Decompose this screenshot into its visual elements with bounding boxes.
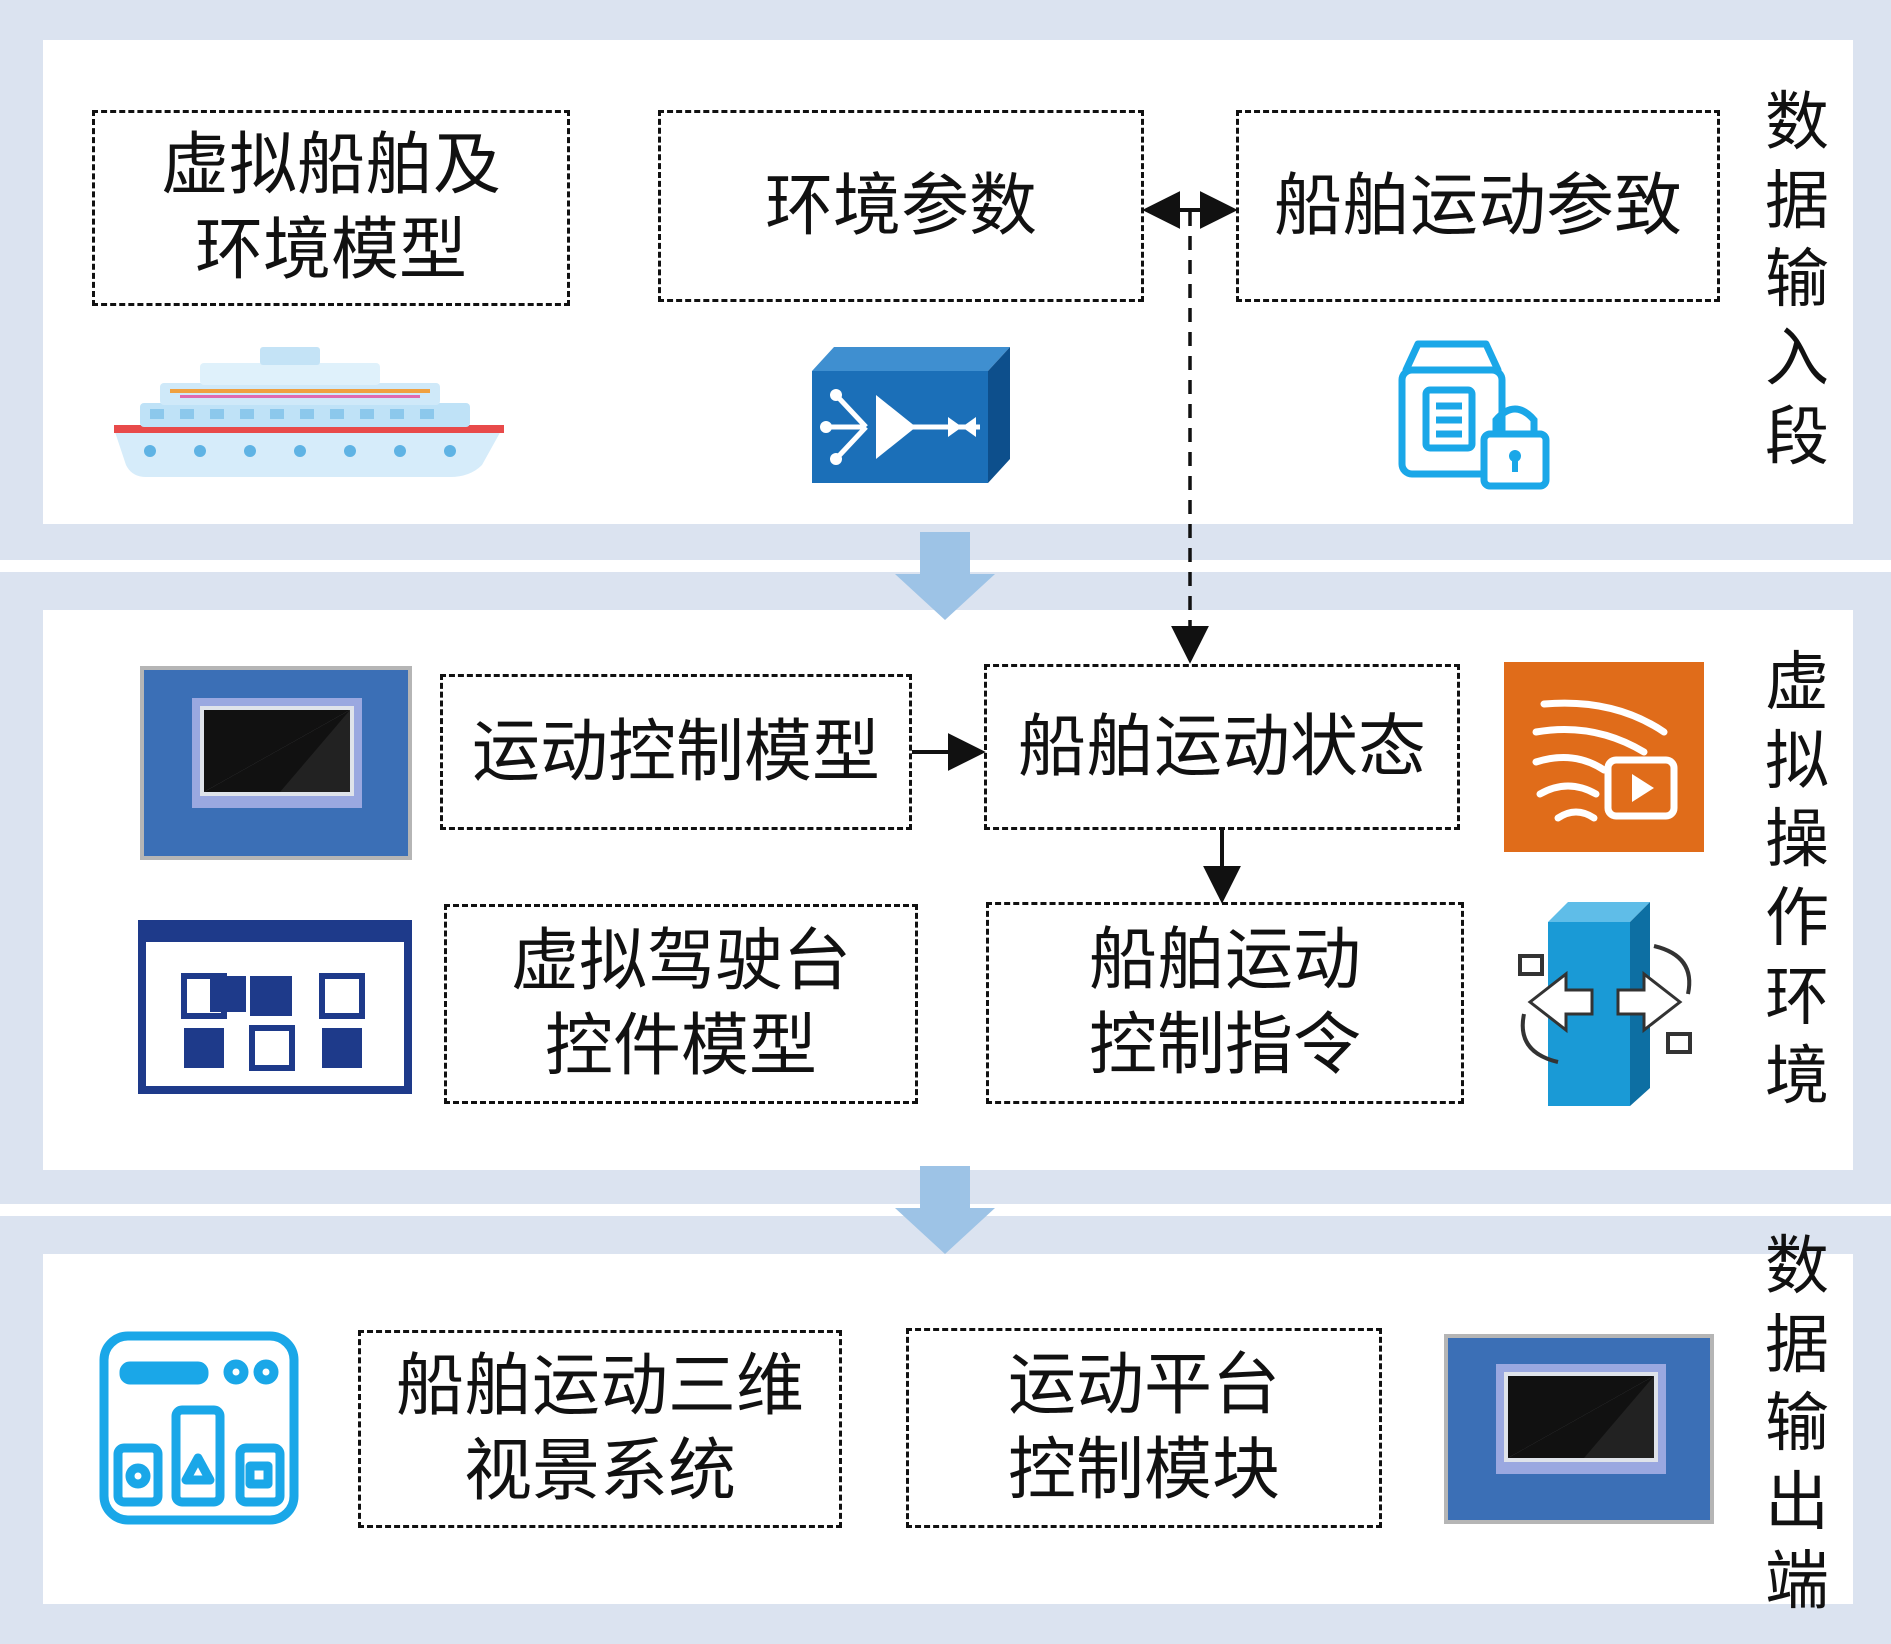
box-line: 虚拟船舶及: [160, 126, 501, 205]
box-line: 控制模块: [1007, 1431, 1280, 1510]
rotation-exchange-icon: [1518, 902, 1692, 1106]
stage-label-char: 操: [1765, 803, 1829, 878]
stage-flow-arrow-2: [895, 1166, 995, 1254]
stage-label-char: 环: [1765, 960, 1829, 1035]
box-line: 虚拟驾驶台: [510, 922, 851, 1001]
box-line: 船舶运动三维: [395, 1347, 804, 1426]
stage-label-char: 据: [1765, 1308, 1829, 1383]
stage-label-output: 数 据 输 出 端: [1752, 1228, 1842, 1622]
grid-window-icon: [138, 920, 412, 1094]
stage-label-char: 输: [1765, 243, 1829, 318]
monitor-icon: [140, 666, 412, 860]
stage-label-char: 虚: [1765, 646, 1829, 720]
box-motion-control-model: 运动控制模型: [440, 674, 912, 830]
box-line: 控制指令: [1088, 1006, 1361, 1085]
box-ship-motion-state: 船舶运动状态: [984, 664, 1460, 830]
stage-label-char: 拟: [1765, 724, 1829, 799]
stage-label-char: 段: [1765, 400, 1829, 475]
box-line: 运动平台: [1007, 1346, 1280, 1425]
secure-document-icon: [1398, 340, 1550, 490]
box-env-params: 环境参数: [658, 110, 1144, 302]
stage-label-char: 数: [1765, 86, 1829, 160]
box-line: 环境模型: [194, 211, 467, 290]
stage-label-char: 作: [1765, 882, 1829, 957]
box-line: 船舶运动参致: [1273, 166, 1682, 246]
box-line: 环境参数: [764, 166, 1037, 246]
box-ship-motion-params: 船舶运动参致: [1236, 110, 1720, 302]
monitor-icon: [1444, 1334, 1714, 1524]
dashboard-icon: [99, 1331, 299, 1525]
stage-label-operation: 虚 拟 操 作 环 境: [1752, 644, 1842, 1116]
stage-label-char: 入: [1765, 322, 1829, 397]
stage-label-char: 据: [1765, 164, 1829, 239]
signal-processor-icon: [812, 347, 1010, 483]
stage-label-char: 端: [1765, 1544, 1829, 1619]
box-ship-3d-visual-system: 船舶运动三维 视景系统: [358, 1330, 842, 1528]
box-line: 视景系统: [463, 1432, 736, 1511]
box-line: 运动控制模型: [471, 712, 880, 792]
box-motion-platform-control-module: 运动平台 控制模块: [906, 1328, 1382, 1528]
stage-label-char: 出: [1765, 1466, 1829, 1541]
box-virtual-bridge-control-model: 虚拟驾驶台 控件模型: [444, 904, 918, 1104]
stage-flow-arrow-1: [895, 532, 995, 620]
box-line: 控件模型: [544, 1007, 817, 1086]
stage-label-char: 境: [1765, 1039, 1829, 1114]
stage-label-char: 数: [1765, 1230, 1829, 1304]
box-virtual-ship-env-model: 虚拟船舶及 环境模型: [92, 110, 570, 306]
stage-label-input: 数 据 输 入 段: [1752, 84, 1842, 478]
box-line: 船舶运动状态: [1017, 707, 1426, 787]
video-stream-icon: [1504, 662, 1704, 852]
stage-label-char: 输: [1765, 1387, 1829, 1462]
cruise-ship-icon: [114, 347, 504, 477]
box-line: 船舶运动: [1088, 921, 1361, 1000]
